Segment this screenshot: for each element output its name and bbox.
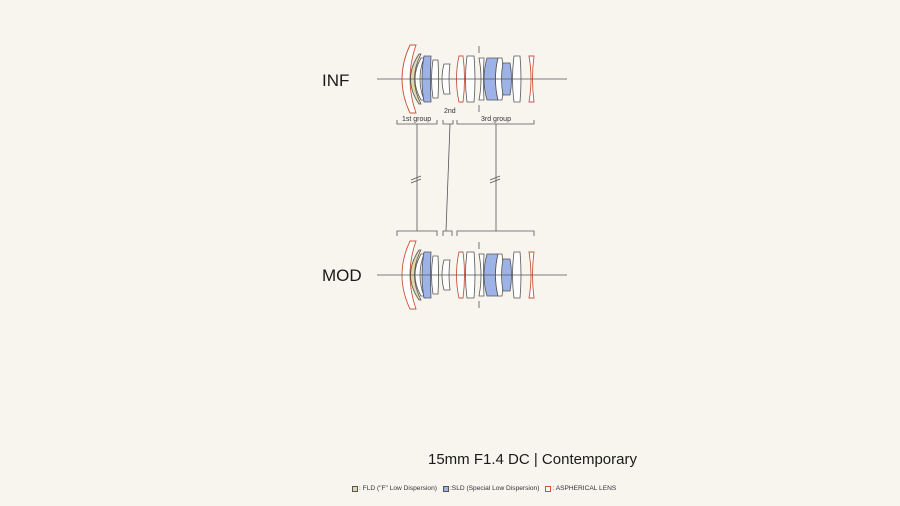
aspherical-swatch — [545, 485, 552, 492]
group-label-second: 2nd — [444, 108, 456, 115]
group-brackets-mod — [396, 230, 535, 236]
legend-item-aspherical: : ASPHERICAL LENS — [545, 485, 616, 492]
product-title: 15mm F1.4 DC | Contemporary — [428, 451, 637, 468]
lens-row-mod — [376, 240, 568, 310]
mod-label: MOD — [322, 266, 362, 285]
lens-row-inf — [376, 44, 568, 114]
legend-label-sld: :SLD (Special Low Dispersion) — [449, 485, 540, 492]
inf-label: INF — [322, 71, 350, 90]
group-label-third: 3rd group — [481, 116, 511, 123]
legend-label-aspherical: : ASPHERICAL LENS — [552, 485, 617, 492]
legend-item-sld: :SLD (Special Low Dispersion) — [442, 485, 540, 492]
legend-label-fld: : FLD ("F" Low Dispersion) — [359, 485, 437, 492]
legend-item-fld: : FLD ("F" Low Dispersion) — [352, 485, 437, 492]
fld-swatch — [352, 485, 358, 492]
legend: : FLD ("F" Low Dispersion) :SLD (Special… — [352, 485, 619, 492]
group-label-first: 1st group — [402, 116, 432, 123]
group-movement-lines — [410, 123, 501, 232]
sld-swatch — [442, 485, 449, 492]
